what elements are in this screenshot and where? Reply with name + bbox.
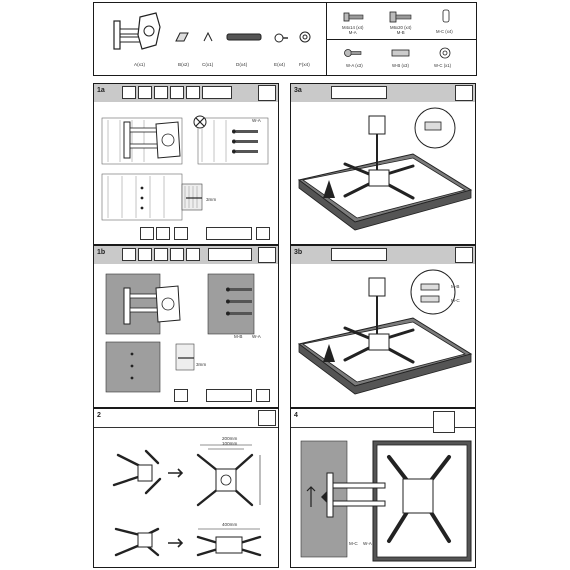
dim-400-label: 400mm <box>222 522 238 527</box>
ruler-tool-icon <box>202 86 232 99</box>
step-1a-depth-label: 3mm <box>206 197 217 202</box>
screw-wa-label: W-A (x3) <box>346 63 363 68</box>
step-1b-panel: 1b M-B W-A 3mm <box>93 245 279 408</box>
parts-list-panel: A(x1) B(x2) C(x1) D(x4) E(x4) F(x4) M4x1… <box>93 2 477 76</box>
part-c-label: C(x1) <box>202 62 214 67</box>
pencil-tool-1b-icon <box>154 248 168 261</box>
step-1a-header: 1a <box>94 84 278 102</box>
step-3b-panel: 3b M-B M-C <box>290 245 476 408</box>
step-4-mount-icon <box>433 411 455 433</box>
step-1a-tools-icon <box>258 85 276 101</box>
step-1b-wa-label: W-A <box>252 334 261 339</box>
screwdriver-tool-icon <box>170 86 184 99</box>
part-a-label: A(x1) <box>134 62 145 67</box>
hardware-divider <box>326 39 476 41</box>
step-1a-wa-label: W-A <box>252 118 261 123</box>
wrench-tool-icon <box>186 86 200 99</box>
step-3b-mc-label: M-C <box>451 298 460 303</box>
drill-step-1a-icon <box>156 227 170 240</box>
step-3b-tv-bracket-illustration <box>297 269 473 395</box>
step-2-tools-icon <box>258 410 276 426</box>
part-e-icon <box>274 33 288 43</box>
screw-m4x14-icon <box>343 12 364 22</box>
step-1a-panel: 1a W-A 3mm <box>93 83 279 245</box>
part-b-icon <box>175 32 189 42</box>
part-c-icon <box>203 31 213 42</box>
screw-wa-icon <box>344 49 362 57</box>
step-3b-tools-icon <box>455 247 473 263</box>
dim-200-label: 200mm <box>222 436 238 441</box>
step-4-header: 4 <box>291 409 475 428</box>
step-1b-tools-icon <box>258 247 276 263</box>
step-3b-mb-label: M-B <box>451 284 460 289</box>
step-4-wa-label: W-A <box>363 541 372 546</box>
step-3b-number: 3b <box>294 249 303 256</box>
nut-mc-label: M-C (x4) <box>436 29 453 34</box>
step-2-header: 2 <box>94 409 278 428</box>
check-screw-3b-icon <box>331 248 387 261</box>
step-1b-number: 1b <box>97 249 106 256</box>
screw-m6x20-icon <box>389 11 412 23</box>
ruler-tool-1b-icon <box>208 248 252 261</box>
drill-tool-icon <box>138 86 152 99</box>
level-tool-1b-icon <box>122 248 136 261</box>
dim-100-label: 100mm <box>222 441 238 446</box>
pencil-tool-icon <box>154 86 168 99</box>
part-f-label: F(x4) <box>299 62 310 67</box>
anchor-wb-label: W-B (x3) <box>392 63 409 68</box>
step-3a-tv-bracket-illustration <box>297 107 473 231</box>
wall-mount-part-icon <box>113 12 161 50</box>
part-e-label: E(x4) <box>274 62 285 67</box>
drill-tool-1b-icon <box>138 248 152 261</box>
wrench-step-1a-icon <box>256 227 270 240</box>
screwdriver-tool-1b-icon <box>170 248 184 261</box>
step-4-panel: 4 M-C W-A <box>290 408 476 568</box>
screw-check-icon <box>206 227 252 240</box>
step-4-number: 4 <box>294 412 298 419</box>
screw-check-1b-icon <box>206 389 252 402</box>
screw-m4x14-label: M4x14 (x4) M-A <box>342 25 364 35</box>
step-3a-panel: 3a <box>290 83 476 245</box>
step-3a-number: 3a <box>294 87 302 94</box>
check-step-1a-icon <box>140 227 154 240</box>
anchor-wb-icon <box>391 49 410 57</box>
part-d-icon <box>226 33 262 41</box>
step-2-bracket-assembly-illustration <box>112 444 262 557</box>
step-2-number: 2 <box>97 412 101 419</box>
step-4-mounted-tv-illustration <box>300 440 472 562</box>
hammer-step-1a-icon <box>174 227 188 240</box>
nut-mc-icon <box>442 9 450 23</box>
part-b-label: B(x2) <box>178 62 189 67</box>
step-4-mc-label: M-C <box>349 541 358 546</box>
step-1b-mb-label: M-B <box>234 334 243 339</box>
step-3a-header: 3a <box>291 84 475 102</box>
screw-m6x20-label: M6x20 (x4) M-B <box>390 25 412 35</box>
level-tool-icon <box>122 86 136 99</box>
washer-wc-icon <box>439 47 451 59</box>
step-1a-wood-wall-illustration <box>101 115 269 221</box>
check-screw-3a-icon <box>331 86 387 99</box>
step-1b-header: 1b <box>94 246 278 264</box>
part-f-icon <box>299 31 311 43</box>
part-d-label: D(x4) <box>236 62 248 67</box>
step-1a-number: 1a <box>97 87 105 94</box>
wrench-tool-1b-icon <box>186 248 200 261</box>
check-step-1b-icon <box>174 389 188 402</box>
step-1b-depth-label: 3mm <box>196 362 207 367</box>
step-3a-tools-icon <box>455 85 473 101</box>
washer-wc-label: W-C (x1) <box>434 63 452 68</box>
step-3b-header: 3b <box>291 246 475 264</box>
step-2-panel: 2 200mm 100mm 400mm <box>93 408 279 568</box>
step-1b-concrete-wall-illustration <box>105 273 255 393</box>
wrench-step-1b-icon <box>256 389 270 402</box>
